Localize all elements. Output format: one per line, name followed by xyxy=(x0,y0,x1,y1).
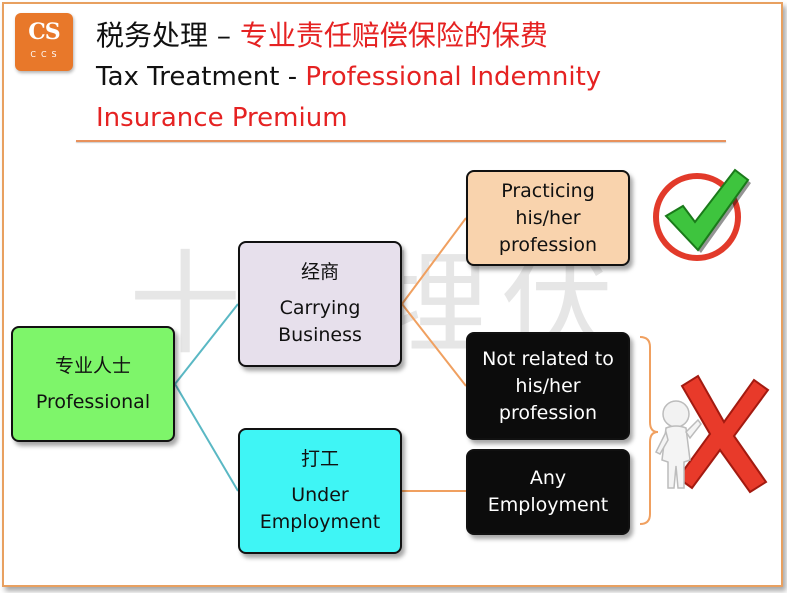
title-english-prefix: Tax Treatment - xyxy=(96,62,306,92)
connector-professional-business xyxy=(174,303,239,385)
node-business-en: Carrying Business xyxy=(278,297,362,346)
node-professional-en: Professional xyxy=(35,390,151,413)
node-practicing-en: Practicing his/her profession xyxy=(498,179,598,256)
title-english-line2: Insurance Premium xyxy=(96,100,348,136)
connector-professional-employment xyxy=(174,383,239,492)
node-any-employment: Any Employment xyxy=(466,449,630,535)
slide: CS CCS 税务处理 – 专业责任赔偿保险的保费 Tax Treatment … xyxy=(2,2,783,587)
title-chinese-highlight: 专业责任赔偿保险的保费 xyxy=(239,19,548,52)
node-not-related-en: Not related to his/her profession xyxy=(482,347,614,424)
node-employment-cn: 打工 xyxy=(300,448,339,470)
title-english-highlight: Professional Indemnity xyxy=(305,62,602,92)
red-cross-figure-icon xyxy=(654,374,770,494)
connector-business-practicing xyxy=(401,217,467,305)
company-logo: CS CCS xyxy=(15,13,73,71)
title-chinese-prefix: 税务处理 – xyxy=(96,19,240,52)
node-business-cn: 经商 xyxy=(300,261,339,283)
node-any-employment-en: Any Employment xyxy=(487,467,609,516)
node-under-employment: 打工 Under Employment xyxy=(238,428,402,554)
title-english: Tax Treatment - Professional Indemnity xyxy=(96,59,601,95)
node-professional: 专业人士 Professional xyxy=(11,326,175,442)
green-checkmark-icon xyxy=(653,168,751,261)
title-chinese: 税务处理 – 专业责任赔偿保险的保费 xyxy=(96,16,548,56)
connector-business-notrelated xyxy=(401,303,467,387)
node-professional-cn: 专业人士 xyxy=(54,354,131,377)
node-carrying-business: 经商 Carrying Business xyxy=(238,241,402,367)
right-bracket xyxy=(639,336,659,525)
logo-text: CS xyxy=(28,19,60,45)
node-practicing-profession: Practicing his/her profession xyxy=(466,170,630,266)
title-divider xyxy=(76,140,726,142)
connector-lines xyxy=(174,217,659,525)
node-employment-en: Under Employment xyxy=(259,484,381,533)
logo-subtext: CCS xyxy=(30,50,62,59)
title-english-highlight-2: Insurance Premium xyxy=(96,103,348,133)
node-not-related: Not related to his/her profession xyxy=(466,332,630,440)
